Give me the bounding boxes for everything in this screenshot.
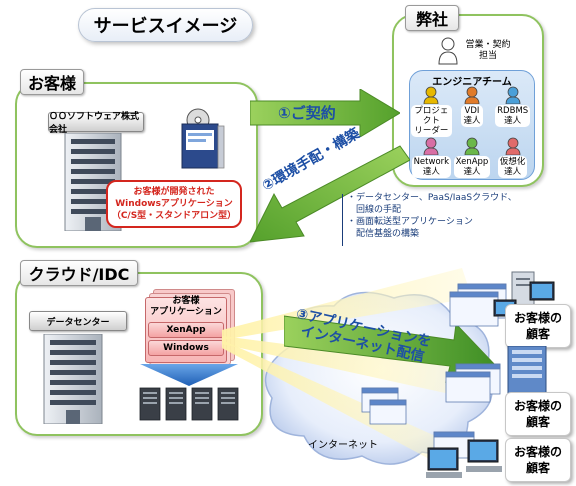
sales-person-icon xyxy=(436,36,460,66)
setup-arrow xyxy=(249,138,411,248)
person-icon xyxy=(464,137,480,155)
contract-arrow-label: ①ご契約 xyxy=(278,104,336,122)
down-arrow xyxy=(140,364,238,386)
end-customer-2-devices xyxy=(504,345,558,397)
datacenter-sign: データセンター xyxy=(29,311,127,331)
software-package-icon xyxy=(176,108,230,170)
page-title: サービスイメージ xyxy=(78,8,253,42)
engineer-team-title: エンジニアチーム xyxy=(432,77,512,88)
xenapp-layer: XenApp xyxy=(148,322,224,338)
person-icon xyxy=(464,86,480,104)
member-virtualization-expert: 仮想化達人 xyxy=(492,137,533,180)
customer-label: お客様 xyxy=(20,69,84,95)
cloud-idc-label: クラウド/IDC xyxy=(20,260,138,286)
setup-note-datacenter: ・データセンター、PaaS/IaaSクラウド、 回線の手配 xyxy=(347,193,517,215)
setup-notes: ・データセンター、PaaS/IaaSクラウド、 回線の手配 ・画面転送型アプリケ… xyxy=(347,192,547,240)
app-stack-app-label: お客様 アプリケーション xyxy=(150,296,222,317)
person-icon xyxy=(423,137,439,155)
person-icon xyxy=(423,86,439,104)
app-screen-thumbnails xyxy=(360,282,510,482)
end-customer-1-badge: お客様の顧客 xyxy=(505,304,571,348)
windows-layer: Windows xyxy=(148,340,224,356)
end-customer-2-badge: お客様の顧客 xyxy=(505,392,571,436)
datacenter-building-icon xyxy=(42,333,104,425)
bracket-line xyxy=(342,194,346,246)
end-customer-3-badge: お客様の顧客 xyxy=(505,438,571,482)
sales-contact-label: 営業・契約 担当 xyxy=(465,40,511,61)
server-rack-icons xyxy=(138,386,242,422)
contract-arrow xyxy=(249,88,401,138)
member-project-leader: プロジェクトリーダー xyxy=(411,86,452,137)
customer-company-sign: ＯＯソフトウェア株式会社 xyxy=(48,112,144,135)
internet-label: インターネット xyxy=(308,440,378,451)
customer-app-callout: お客様が開発された Windowsアプリケーション （C/S型・スタンドアロン型… xyxy=(106,180,242,228)
company-label: 弊社 xyxy=(405,5,459,31)
end-customer-3-devices xyxy=(426,438,506,482)
person-icon xyxy=(505,137,521,155)
setup-note-platform: ・画面転送型アプリケーション 配信基盤の構築 xyxy=(347,217,473,239)
person-icon xyxy=(505,86,521,104)
